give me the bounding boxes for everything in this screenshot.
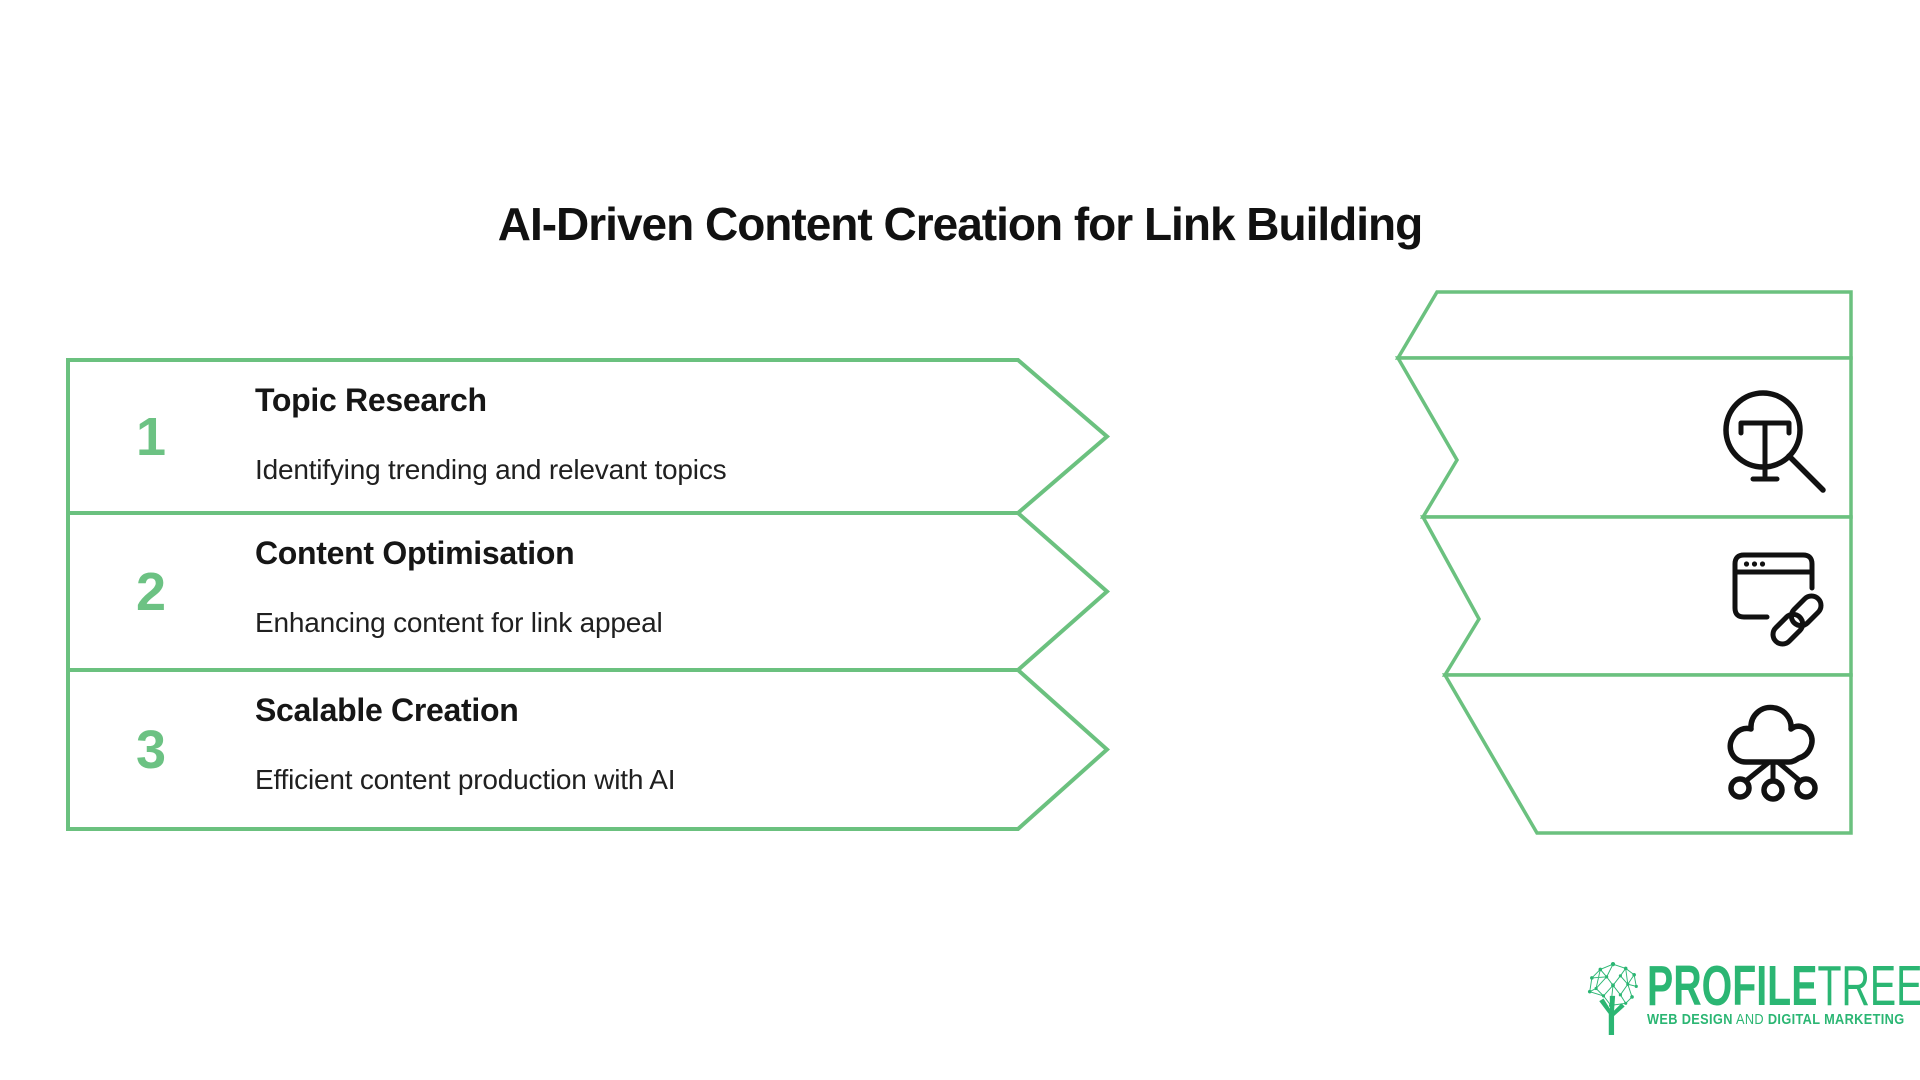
step-banner-2 — [66, 511, 1111, 672]
brand-tree: TREE — [1817, 954, 1920, 1018]
profiletree-logo: PROFILETREE WEB DESIGN AND DIGITAL MARKE… — [1585, 958, 1920, 1045]
page-title: AI-Driven Content Creation for Link Buil… — [497, 198, 1424, 250]
tagline-web-design: WEB DESIGN — [1647, 1012, 1733, 1028]
cloud-network-icon — [1727, 704, 1818, 802]
step-heading-2: Content Optimisation — [255, 535, 575, 571]
text-search-icon — [1723, 390, 1826, 493]
step-heading-1: Topic Research — [255, 382, 487, 418]
step-banner-1 — [66, 358, 1111, 515]
tagline-and: AND — [1732, 1012, 1768, 1028]
step-banner-3 — [66, 668, 1111, 831]
tagline-digital-marketing: DIGITAL MARKETING — [1767, 1012, 1905, 1028]
step-number-3: 3 — [135, 719, 167, 780]
brand-tagline: WEB DESIGN AND DIGITAL MARKETING — [1647, 1013, 1905, 1028]
step-number-1: 1 — [135, 406, 167, 467]
step-description-2: Enhancing content for link appeal — [255, 607, 663, 638]
ribbon-band-search — [1394, 356, 1853, 519]
step-description-3: Efficient content production with AI — [255, 764, 676, 795]
brand-wordmark: PROFILETREE — [1647, 958, 1920, 1015]
ribbon-band-top — [1394, 290, 1853, 360]
browser-link-icon — [1732, 552, 1824, 647]
ribbon-band-link — [1420, 515, 1853, 677]
step-number-2: 2 — [135, 561, 167, 622]
brand-profile: PROFILE — [1647, 954, 1818, 1018]
step-heading-3: Scalable Creation — [255, 692, 519, 728]
ribbon-band-cloud — [1441, 673, 1853, 835]
step-description-1: Identifying trending and relevant topics — [255, 454, 727, 485]
tree-icon — [1587, 962, 1638, 1035]
